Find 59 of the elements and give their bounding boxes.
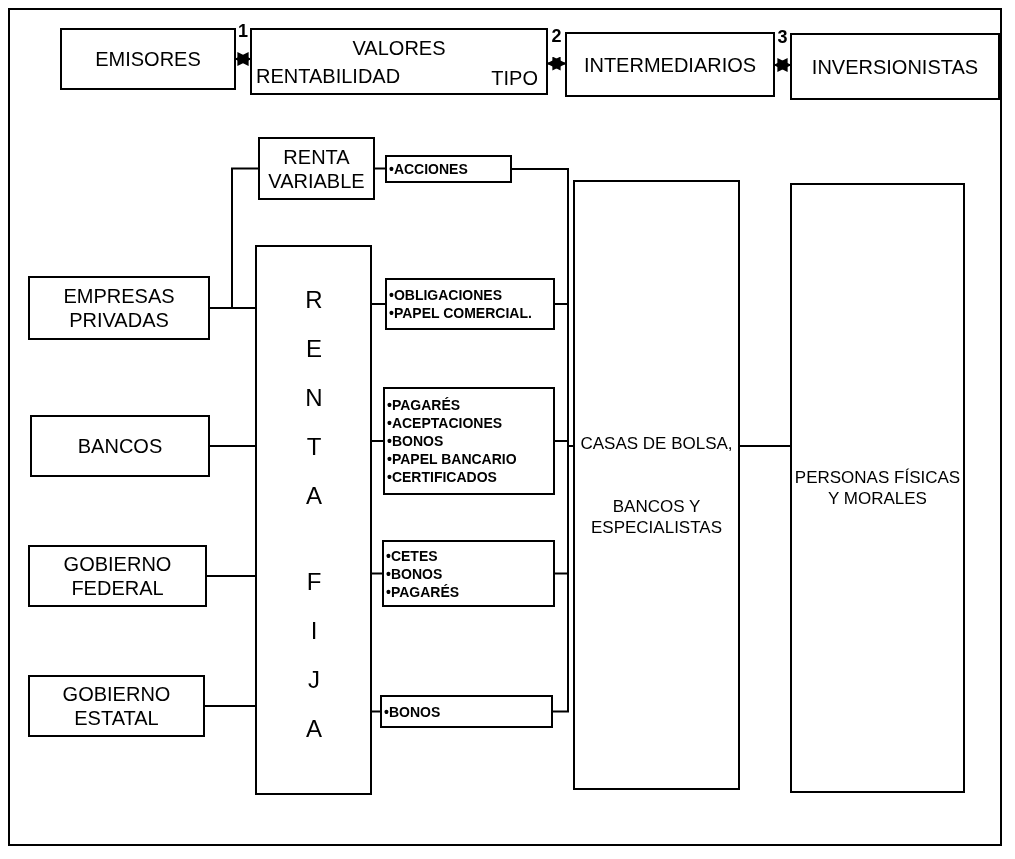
node-label: RENTA [299,285,328,531]
list-box [385,278,555,330]
process-box [258,137,375,200]
connector-line [371,710,381,713]
list-box [385,155,512,183]
process-box [28,545,207,607]
list-box [380,695,553,728]
connector-line [739,445,791,447]
category-bar [255,245,372,795]
list-item: •PAGARÉS [387,396,461,414]
list-item: •ACEPTACIONES [387,414,503,432]
node-label: INVERSIONISTAS [811,54,979,79]
connector-line [371,440,384,442]
node-label: PERSONAS FÍSICAS Y MORALES [793,467,962,509]
list-item: •ACCIONES [389,160,468,178]
connector-line [204,705,256,707]
process-box [30,415,210,477]
column-box [573,180,740,790]
connector-line [371,572,383,575]
list-item: •CERTIFICADOS [387,468,497,486]
process-box [28,675,205,737]
process-box [28,276,210,340]
list-box [383,387,555,495]
list-item: •PAPEL COMERCIAL. [389,304,532,322]
node-label: EMPRESAS PRIVADAS [62,284,176,332]
connector-line [374,167,386,170]
node-label: BANCOS [77,434,163,458]
process-box [250,28,548,95]
connector-line [552,445,574,713]
list-box [382,540,555,607]
node-label: TIPO [491,66,538,90]
list-item: •BONOS [387,432,444,450]
edge-label: 1 [238,21,248,42]
list-item: •OBLIGACIONES [389,286,503,304]
connector-line [209,307,256,309]
process-box [565,32,775,97]
list-item: •PAPEL BANCARIO [387,450,517,468]
list-item: •PAGARÉS [386,582,460,601]
process-box [60,28,236,90]
list-item: •CETES [386,546,438,565]
connector-line [371,303,386,305]
list-item: •BONOS [384,702,441,721]
node-label: EMISORES [95,47,201,71]
edge-label: 2 [551,25,562,47]
node-label: INTERMEDIARIOS [583,52,757,77]
node-label: GOBIERNO FEDERAL [62,552,173,600]
node-label: BANCOS Y ESPECIALISTAS [590,495,723,538]
process-box [790,33,1000,100]
edge-label: 3 [777,27,788,48]
node-label: RENTA VARIABLE [267,144,366,193]
connector-line [209,445,256,447]
node-label: CASAS DE BOLSA, [579,432,734,454]
connector-line [206,575,256,577]
list-item: •BONOS [386,564,443,583]
node-label: RENTABILIDAD [256,64,401,88]
column-box [790,183,965,793]
node-label: VALORES [351,36,447,60]
node-label: GOBIERNO ESTATAL [61,682,172,730]
node-label: FIJA [299,568,328,765]
